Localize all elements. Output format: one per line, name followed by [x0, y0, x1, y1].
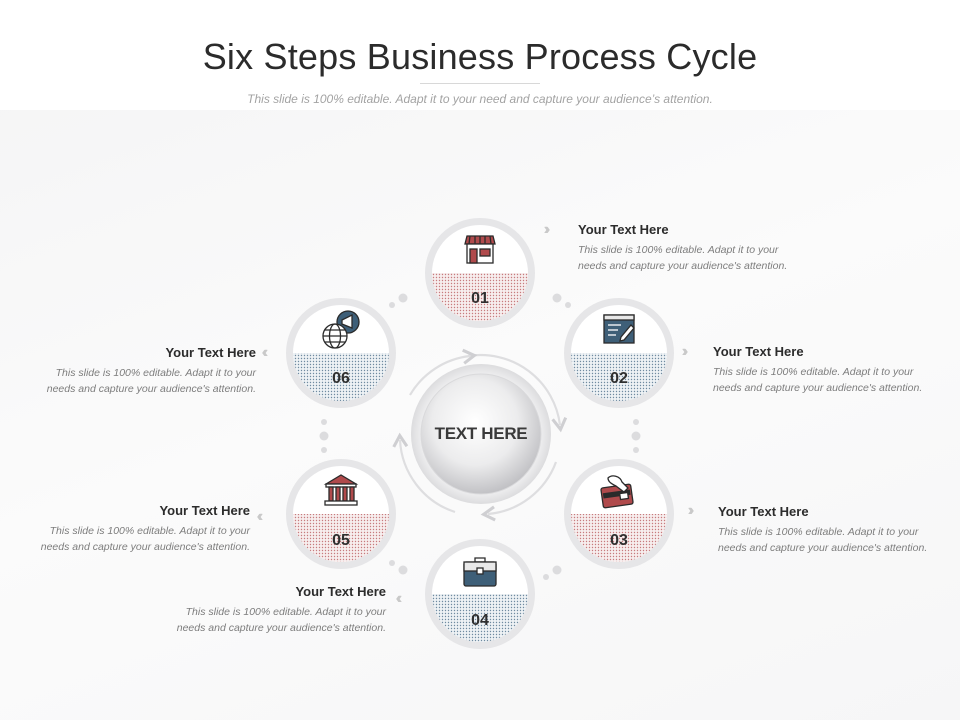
- step-number-05: 05: [332, 532, 350, 549]
- connector-dots: [319, 293, 641, 580]
- step-text-02: Your Text Here This slide is 100% editab…: [713, 344, 943, 396]
- step-text-06: Your Text Here This slide is 100% editab…: [26, 345, 256, 397]
- step-description: This slide is 100% editable. Adapt it to…: [176, 606, 386, 634]
- step-heading: Your Text Here: [159, 503, 250, 518]
- global-marketing-icon: [322, 310, 360, 349]
- page-title: Six Steps Business Process Cycle: [202, 36, 758, 77]
- step-circle-03: [564, 459, 674, 569]
- card-payment-icon: [600, 475, 634, 509]
- step-description: This slide is 100% editable. Adapt it to…: [40, 525, 250, 553]
- step-text-05: Your Text Here This slide is 100% editab…: [20, 503, 250, 555]
- step-description: This slide is 100% editable. Adapt it to…: [713, 366, 923, 394]
- step-number-03: 03: [610, 532, 628, 549]
- step-heading: Your Text Here: [165, 345, 256, 360]
- step-circle-02: [564, 298, 674, 408]
- step-description: This slide is 100% editable. Adapt it to…: [46, 367, 256, 395]
- center-label: TEXT HERE: [434, 424, 528, 443]
- step-text-01: Your Text Here This slide is 100% editab…: [578, 222, 808, 274]
- step-circle-01: [425, 218, 535, 328]
- page-subtitle: This slide is 100% editable. Adapt it to…: [247, 92, 713, 106]
- bank-icon: [323, 474, 359, 506]
- step-description: This slide is 100% editable. Adapt it to…: [718, 526, 928, 554]
- step-circle-04: [425, 539, 535, 649]
- step-number-04: 04: [471, 612, 489, 629]
- step-heading: Your Text Here: [713, 344, 804, 359]
- step-text-04: Your Text Here This slide is 100% editab…: [156, 584, 386, 636]
- cycle-arrows: [392, 348, 568, 522]
- briefcase-icon: [463, 557, 497, 587]
- step-number-01: 01: [471, 290, 489, 307]
- step-number-02: 02: [610, 370, 628, 387]
- center-hub: [411, 364, 551, 504]
- document-edit-icon: [603, 314, 635, 344]
- step-description: This slide is 100% editable. Adapt it to…: [578, 244, 788, 272]
- title-divider: [420, 83, 540, 84]
- store-icon: [464, 235, 496, 264]
- step-circle-06: [286, 298, 396, 408]
- step-circle-05: [286, 459, 396, 569]
- step-number-06: 06: [332, 370, 350, 387]
- step-heading: Your Text Here: [578, 222, 669, 237]
- step-heading: Your Text Here: [718, 504, 809, 519]
- step-heading: Your Text Here: [295, 584, 386, 599]
- step-text-03: Your Text Here This slide is 100% editab…: [718, 504, 948, 556]
